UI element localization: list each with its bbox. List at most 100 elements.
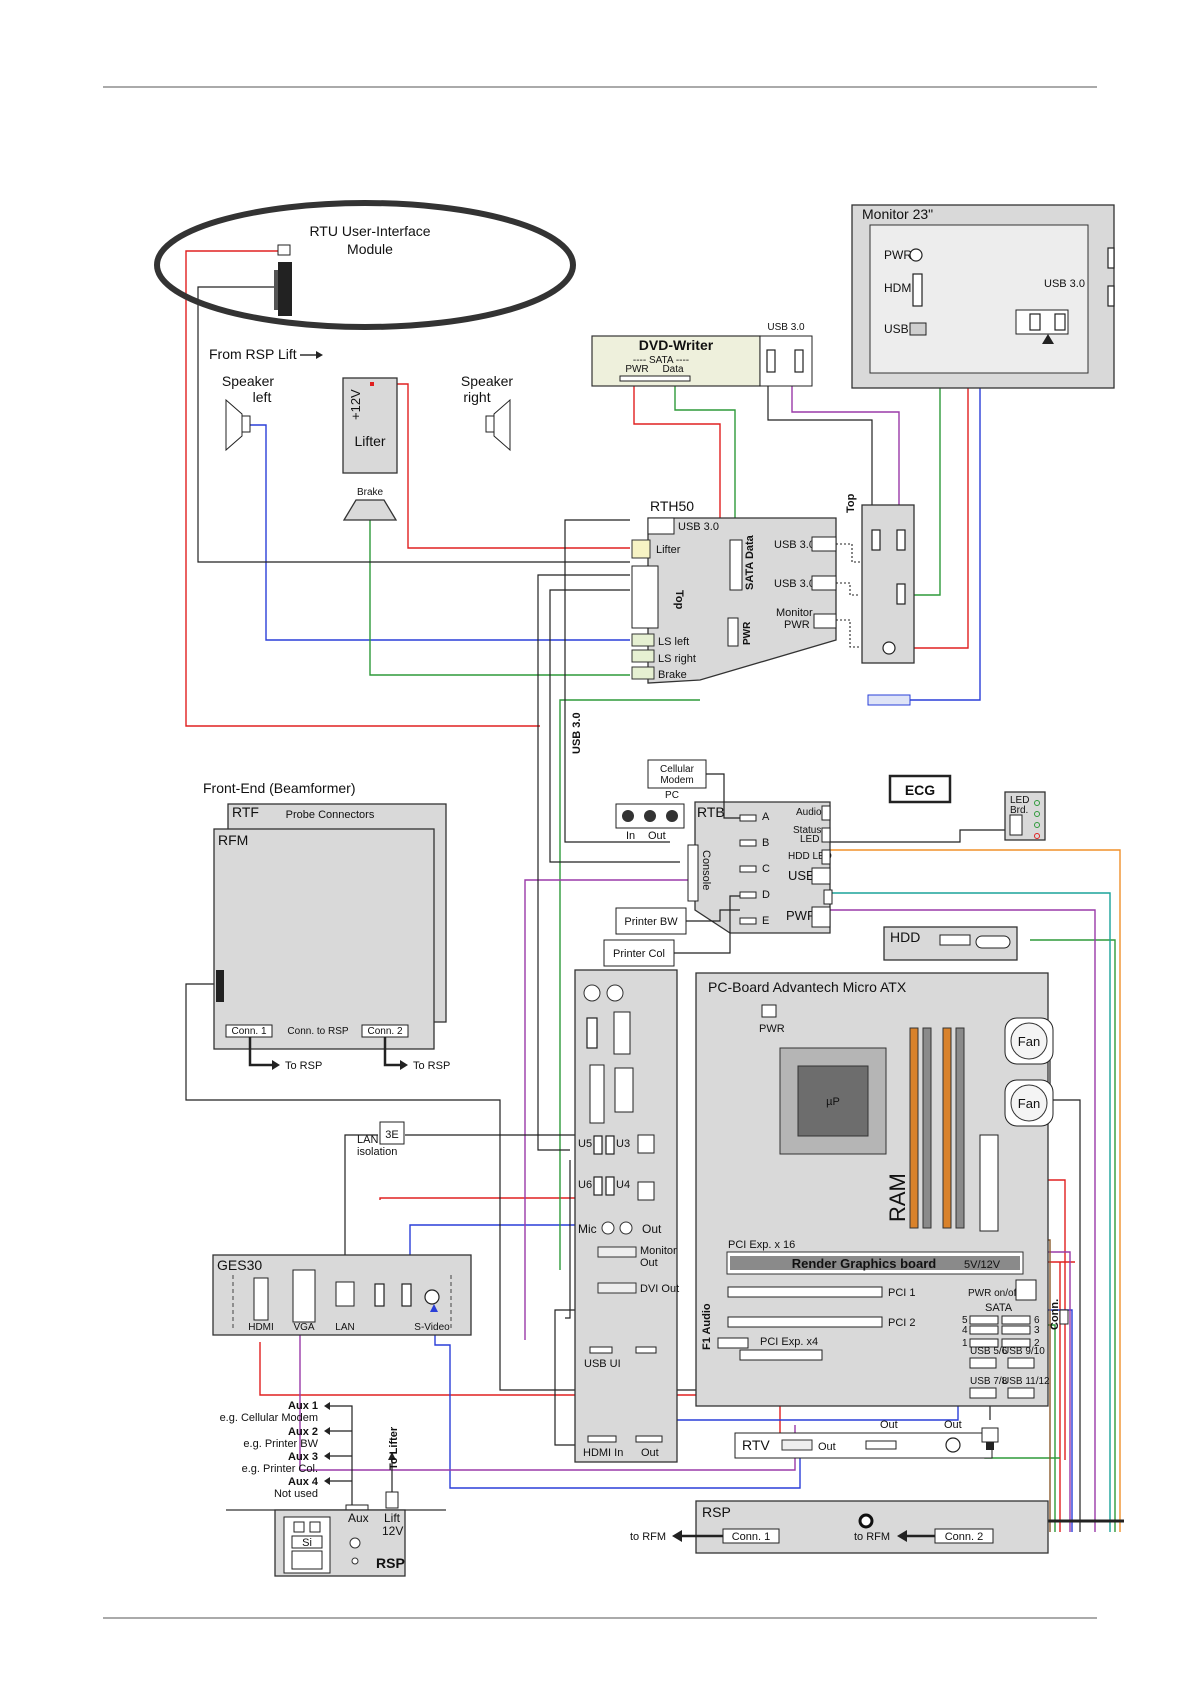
rsp-power-box: Aux Lift 12V Si RSP [226,1509,446,1577]
svg-text:Console: Console [700,850,712,890]
svg-text:Not used: Not used [274,1488,318,1500]
svg-text:Top: Top [673,590,685,610]
dvi-connector [867,694,911,706]
svg-text:left: left [253,389,272,405]
svg-text:Monitor 23": Monitor 23" [862,206,933,222]
svg-text:HDD: HDD [890,929,920,945]
svg-text:Aux 1: Aux 1 [288,1400,318,1412]
svg-text:Brd.: Brd. [1010,805,1028,816]
svg-text:E: E [762,915,769,927]
svg-text:LAN: LAN [357,1134,378,1146]
svg-text:USB 9/10: USB 9/10 [1002,1346,1045,1357]
svg-text:Front-End (Beamformer): Front-End (Beamformer) [203,780,355,796]
svg-text:USB 3.0: USB 3.0 [767,322,805,333]
svg-text:U3: U3 [616,1138,630,1150]
svg-text:F1 Audio: F1 Audio [701,1303,713,1350]
svg-text:Conn.: Conn. [1049,1299,1061,1330]
svg-text:To Lifter: To Lifter [388,1426,400,1470]
svg-text:LED: LED [800,834,819,845]
speaker-left: Speaker left [222,373,274,452]
svg-text:Fan: Fan [1018,1096,1040,1111]
svg-text:U5: U5 [578,1138,592,1150]
lan-isolation: 3E LAN isolation [357,1121,405,1158]
svg-text:PCI Exp. x4: PCI Exp. x4 [760,1336,818,1348]
svg-text:Out: Out [641,1447,659,1459]
svg-text:e.g. Cellular Modem: e.g. Cellular Modem [220,1412,318,1424]
svg-text:Out: Out [642,1222,662,1236]
svg-text:In: In [626,830,635,842]
svg-text:USB 11/12: USB 11/12 [1002,1376,1050,1387]
svg-text:Conn. 2: Conn. 2 [945,1531,984,1543]
svg-text:e.g. Printer Col.: e.g. Printer Col. [242,1463,318,1475]
svg-text:Monitor: Monitor [640,1245,677,1257]
svg-text:USB: USB [884,322,909,336]
svg-text:S-Video: S-Video [414,1322,450,1333]
svg-text:+12V: +12V [348,389,363,420]
dvd-writer: DVD-Writer ---- SATA ---- PWR Data USB 3… [591,322,813,387]
svg-text:---- SATA ----: ---- SATA ---- [633,355,689,366]
svg-text:Fan: Fan [1018,1034,1040,1049]
printer-col: Printer Col [603,939,675,967]
svg-text:HDD LED: HDD LED [788,851,832,862]
pc-board: PC-Board Advantech Micro ATX PWR µP RAM … [695,972,1069,1407]
speaker-right: Speaker right [461,373,513,452]
svg-text:LS left: LS left [658,636,689,648]
svg-text:RFM: RFM [218,832,248,848]
svg-text:LED: LED [1010,795,1029,806]
svg-text:PWR: PWR [884,248,912,262]
svg-text:e.g. Printer BW: e.g. Printer BW [243,1438,318,1450]
svg-text:Brake: Brake [658,669,687,681]
svg-text:Lifter: Lifter [354,433,385,449]
svg-text:PCI Exp. x 16: PCI Exp. x 16 [728,1239,795,1251]
svg-text:U4: U4 [616,1179,630,1191]
svg-text:PWR on/off: PWR on/off [968,1288,1019,1299]
svg-text:HDMI: HDMI [248,1322,274,1333]
svg-text:A: A [762,811,770,823]
svg-text:U6: U6 [578,1179,592,1191]
rtu-title-2: Module [347,241,393,257]
printer-bw: Printer BW [615,907,687,935]
svg-text:USB: USB [788,868,815,883]
svg-text:4: 4 [962,1325,968,1336]
svg-text:Aux 3: Aux 3 [288,1451,318,1463]
svg-text:3E: 3E [385,1129,398,1141]
svg-text:USB 5/6: USB 5/6 [970,1346,1008,1357]
svg-text:USB 3.0: USB 3.0 [774,578,815,590]
rth50: RTH50 USB 3.0 Lifter Top SATA Data PWR L… [631,498,837,684]
svg-text:RTF: RTF [232,804,259,820]
svg-text:PWR: PWR [625,364,648,375]
monitor-23: Monitor 23" PWR HDMI USB USB 3.0 [851,204,1115,389]
svg-text:Conn. 2: Conn. 2 [367,1026,402,1037]
svg-text:PC-Board Advantech Micro ATX: PC-Board Advantech Micro ATX [708,979,907,995]
svg-text:Speaker: Speaker [461,373,513,389]
svg-text:Out: Out [944,1419,962,1431]
svg-text:HDMI: HDMI [884,281,915,295]
svg-text:RSP: RSP [702,1504,731,1520]
svg-text:Render Graphics board: Render Graphics board [792,1256,937,1271]
svg-text:Status: Status [793,825,821,836]
svg-text:PC: PC [665,790,679,801]
svg-text:Conn. 1: Conn. 1 [231,1026,266,1037]
svg-text:USB 7/8: USB 7/8 [970,1376,1008,1387]
rtu-title: RTU User-Interface [309,223,430,239]
svg-text:PWR: PWR [786,908,816,923]
svg-text:Lifter: Lifter [656,544,681,556]
svg-text:Out: Out [648,830,666,842]
svg-text:Monitor: Monitor [776,607,813,619]
svg-text:Printer Col: Printer Col [613,948,665,960]
lifter: +12V Lifter Brake [342,377,398,521]
svg-text:ECG: ECG [905,782,935,798]
svg-text:1: 1 [962,1338,968,1349]
svg-text:12V: 12V [382,1524,403,1538]
svg-text:B: B [762,837,769,849]
svg-text:Aux 4: Aux 4 [288,1476,319,1488]
svg-text:to RFM: to RFM [630,1531,666,1543]
svg-text:6: 6 [1034,1315,1040,1326]
aux-outputs: Aux 1 e.g. Cellular Modem Aux 2 e.g. Pri… [220,1400,400,1511]
svg-text:Conn. to RSP: Conn. to RSP [287,1026,348,1037]
svg-text:right: right [463,389,490,405]
svg-text:USB 3.0: USB 3.0 [678,521,719,533]
svg-text:Out: Out [818,1441,836,1453]
svg-text:To RSP: To RSP [413,1060,450,1072]
svg-text:USB UI: USB UI [584,1358,621,1370]
